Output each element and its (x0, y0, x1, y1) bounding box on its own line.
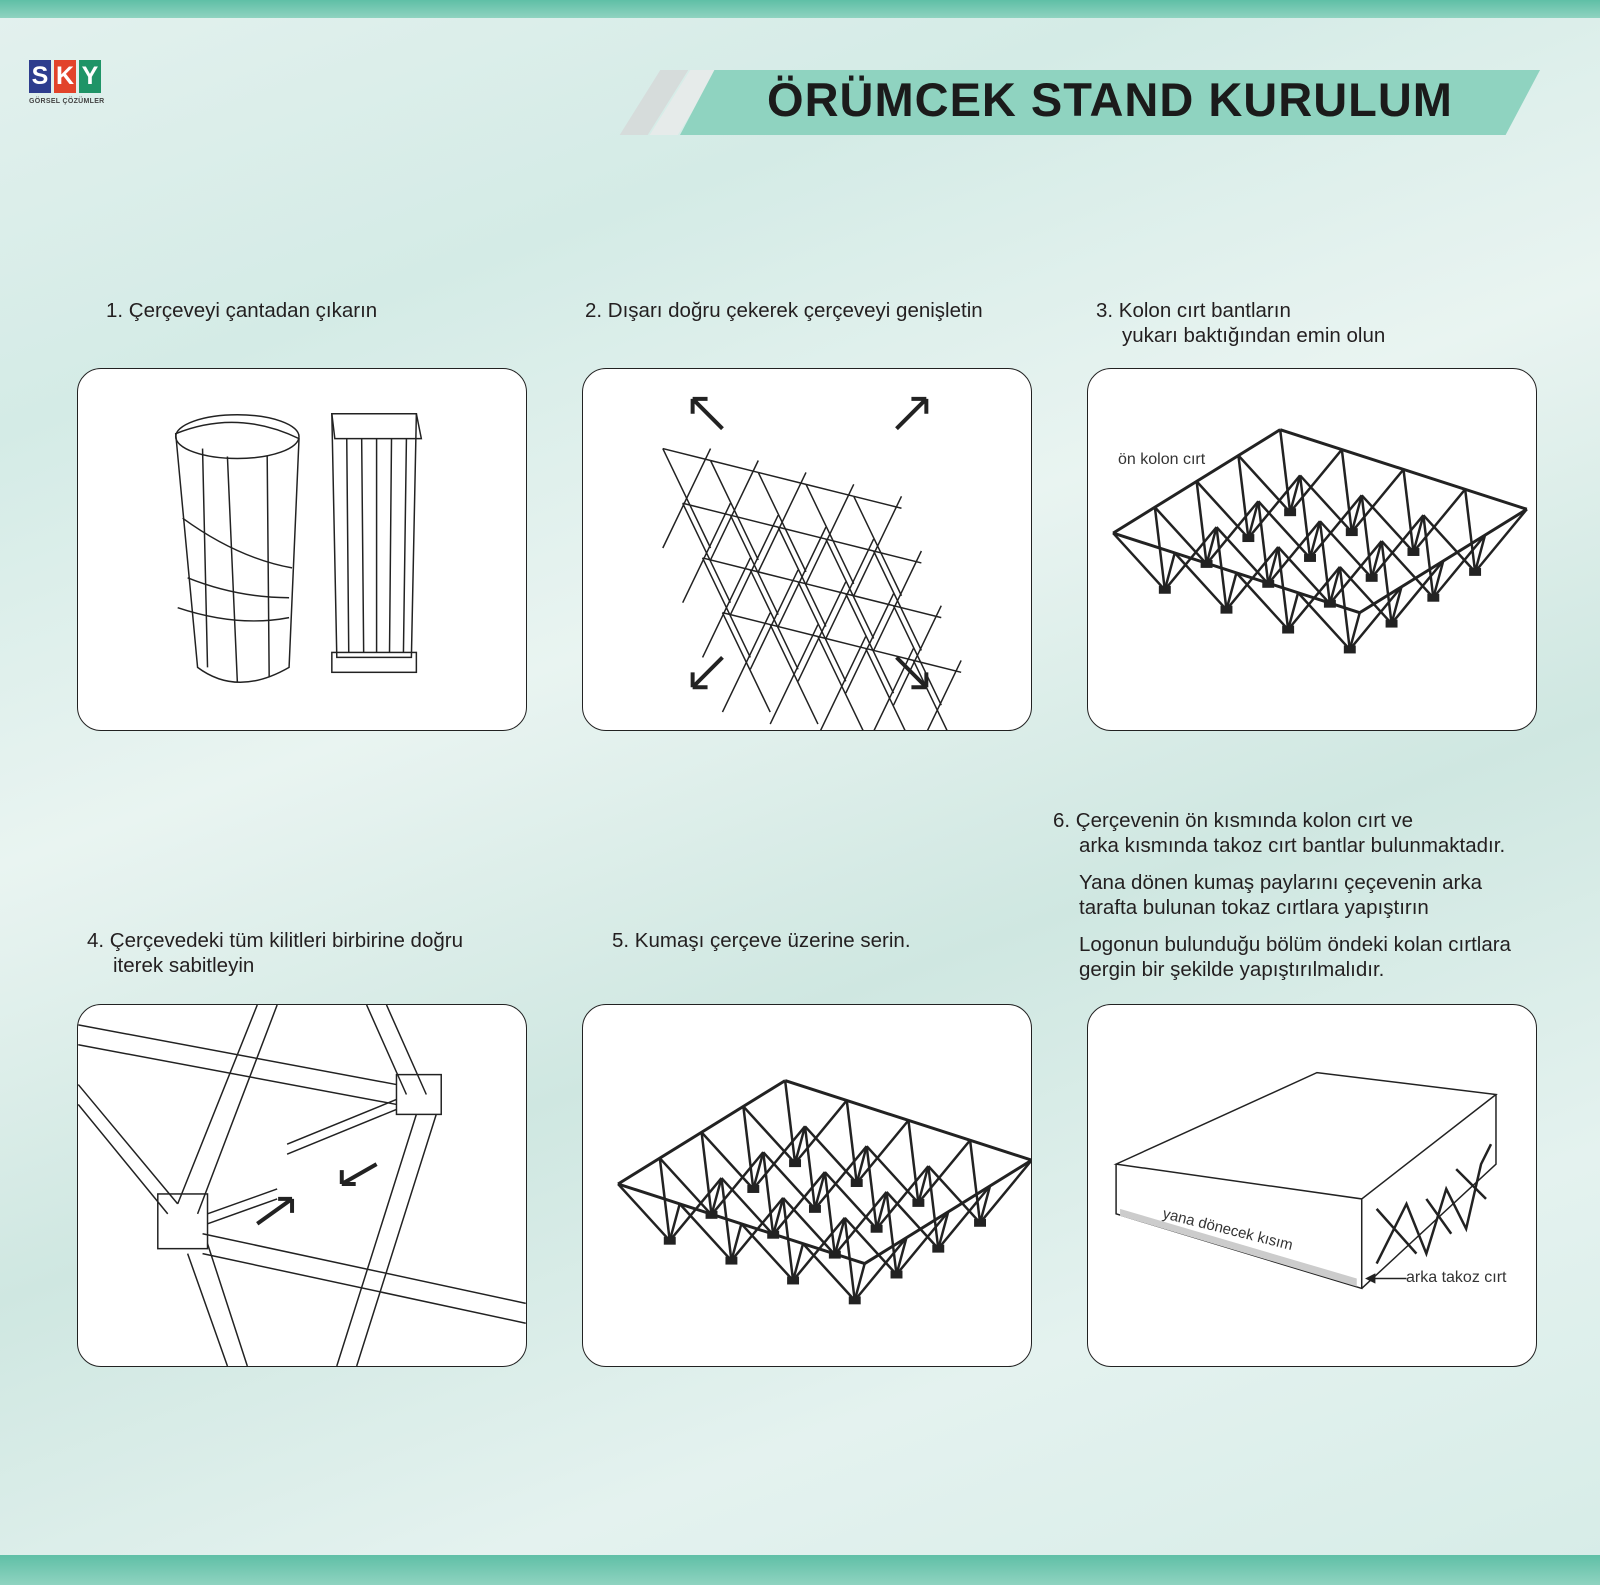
logo-letter-s: S (29, 60, 51, 93)
step-4-illustration (77, 1004, 527, 1367)
folded-frame-icon (330, 413, 423, 674)
logo-letter-k: K (54, 60, 76, 93)
step-5-illustration (582, 1004, 1032, 1367)
logo-subtitle: GÖRSEL ÇÖZÜMLER (29, 98, 105, 105)
page-title: ÖRÜMCEK STAND KURULUM (767, 73, 1453, 126)
bottom-band (0, 1555, 1600, 1585)
step-1-caption: 1. Çerçeveyi çantadan çıkarın (106, 299, 378, 322)
step-1-illustration (77, 368, 527, 731)
step-4-caption: 4. Çerçevedeki tüm kilitleri birbirine d… (87, 929, 463, 977)
expand-arrows-icon (690, 396, 929, 690)
front-column-velcro-label: ön kolon cırt (1118, 451, 1206, 468)
push-arrows-icon (256, 1162, 378, 1226)
step-6-illustration: yana dönecek kısım arka takoz cırt (1087, 1004, 1537, 1367)
step-2-illustration (582, 368, 1032, 731)
sky-logo: S K Y GÖRSEL ÇÖZÜMLER (29, 60, 105, 105)
bag-icon (174, 414, 300, 683)
logo-letter-y: Y (79, 60, 101, 93)
step-2-caption: 2. Dışarı doğru çekerek çerçeveyi genişl… (585, 299, 983, 322)
top-band (0, 0, 1600, 18)
step-5-caption: 5. Kumaşı çerçeve üzerine serin. (612, 929, 911, 952)
title-banner (680, 70, 1540, 135)
back-velcro-label: arka takoz cırt (1406, 1269, 1507, 1286)
step-3-illustration: ön kolon cırt (1087, 368, 1537, 731)
